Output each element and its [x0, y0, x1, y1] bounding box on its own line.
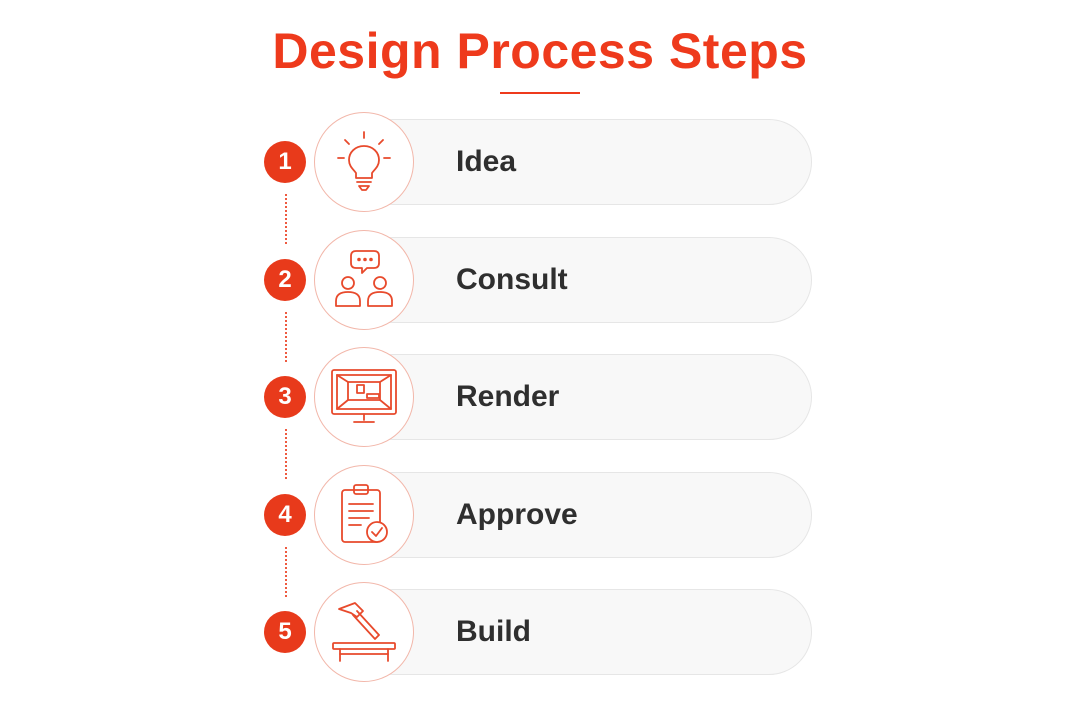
step-card [350, 589, 812, 675]
process-step: 5 Build [0, 582, 1080, 682]
step-number-badge: 5 [264, 611, 306, 653]
step-connector [285, 312, 287, 362]
process-step: 2 Consult [0, 230, 1080, 330]
clipboard-check-icon [341, 484, 388, 543]
process-step: 4 Approve [0, 465, 1080, 565]
process-step: 3 Render [0, 347, 1080, 447]
step-icon-frame [314, 112, 414, 212]
step-number-badge: 1 [264, 141, 306, 183]
hammer-workbench-icon [332, 602, 396, 662]
step-card [350, 472, 812, 558]
step-label: Build [456, 615, 531, 648]
step-label: Approve [456, 498, 578, 531]
step-card [350, 237, 812, 323]
step-card [350, 354, 812, 440]
step-icon-frame [314, 230, 414, 330]
step-number-badge: 3 [264, 376, 306, 418]
step-connector [285, 194, 287, 244]
step-card [350, 119, 812, 205]
step-icon-frame [314, 582, 414, 682]
step-label: Consult [456, 263, 568, 296]
step-connector [285, 429, 287, 479]
consultation-icon [335, 250, 393, 307]
step-label: Render [456, 380, 560, 413]
step-label: Idea [456, 145, 517, 178]
step-connector [285, 547, 287, 597]
page-title: Design Process Steps [272, 23, 808, 79]
lightbulb-icon [337, 131, 391, 191]
monitor-render-icon [331, 369, 397, 423]
step-icon-frame [314, 465, 414, 565]
step-number-badge: 2 [264, 259, 306, 301]
title-underline [500, 92, 580, 94]
process-step: 1 Idea [0, 112, 1080, 212]
step-icon-frame [314, 347, 414, 447]
step-number-badge: 4 [264, 494, 306, 536]
